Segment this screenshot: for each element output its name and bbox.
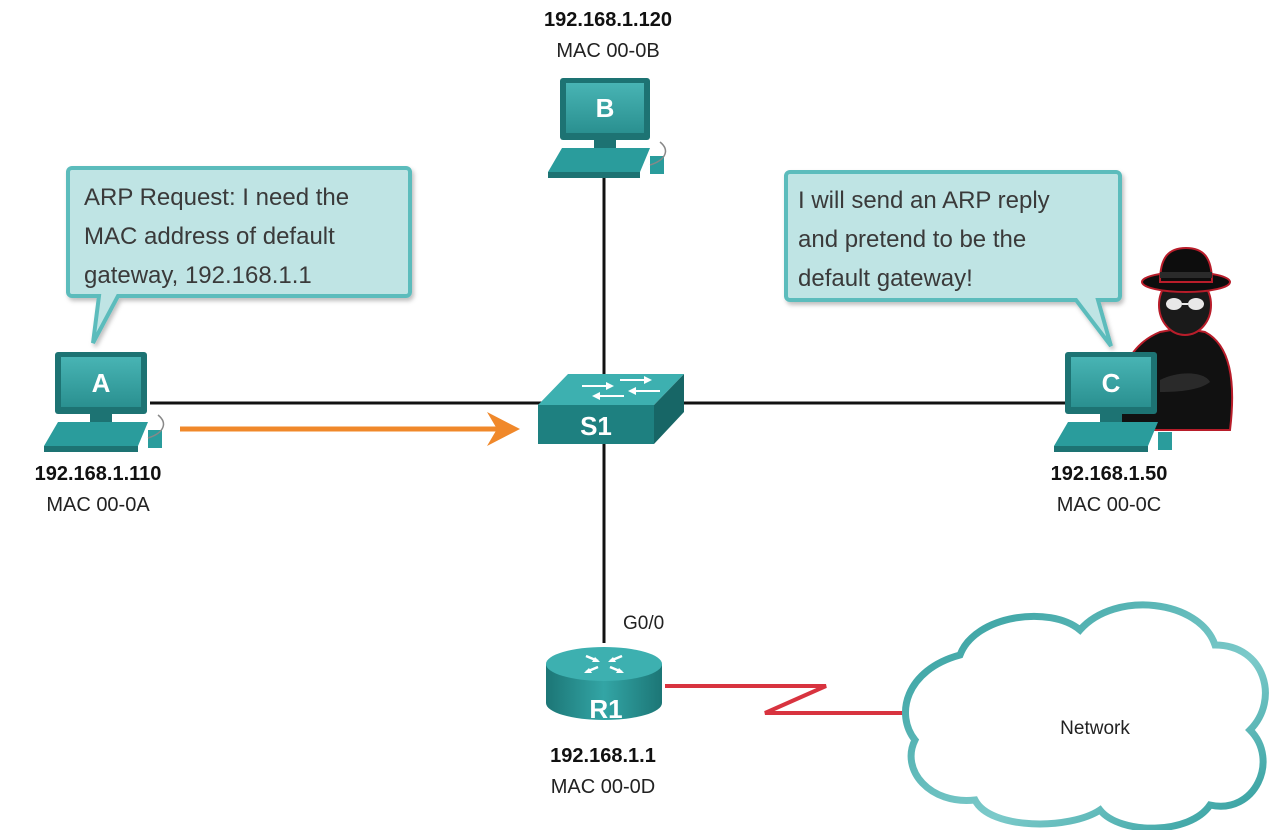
host-b-letter: B [596, 93, 615, 123]
serial-link-icon [665, 684, 905, 715]
bubble-c-line-1: I will send an ARP reply [798, 187, 1050, 214]
cloud-icon [902, 601, 1269, 830]
host-a-ip: 192.168.1.110 [35, 463, 162, 485]
arrow-right-icon [180, 412, 520, 446]
cloud-label: Network [1060, 718, 1130, 739]
bubble-a-line-3: gateway, 192.168.1.1 [84, 262, 312, 289]
host-c-mac: MAC 00-0C [1057, 494, 1161, 516]
bubble-c-line-3: default gateway! [798, 265, 973, 292]
host-b-mac: MAC 00-0B [556, 40, 659, 62]
host-c-ip: 192.168.1.50 [1051, 463, 1168, 485]
switch-label: S1 [580, 411, 612, 441]
router-mac: MAC 00-0D [551, 776, 655, 798]
router-interface: G0/0 [623, 613, 664, 634]
router-ip: 192.168.1.1 [550, 745, 656, 767]
host-b-computer[interactable] [548, 78, 667, 178]
host-c-letter: C [1102, 368, 1121, 398]
router-r1[interactable] [546, 647, 662, 720]
router-label: R1 [589, 694, 622, 724]
host-c-computer[interactable] [1054, 352, 1172, 452]
bubble-a-line-2: MAC address of default [84, 223, 335, 250]
switch-s1[interactable] [538, 374, 684, 444]
speech-bubble-host-a [66, 166, 412, 344]
host-a-computer[interactable] [44, 352, 165, 452]
host-a-letter: A [92, 368, 111, 398]
links [150, 168, 1068, 715]
host-a-mac: MAC 00-0A [46, 494, 150, 516]
speech-bubble-host-c [784, 170, 1122, 348]
host-b-ip: 192.168.1.120 [544, 9, 672, 31]
bubble-a-line-1: ARP Request: I need the [84, 184, 349, 211]
bubble-c-line-2: and pretend to be the [798, 226, 1026, 253]
